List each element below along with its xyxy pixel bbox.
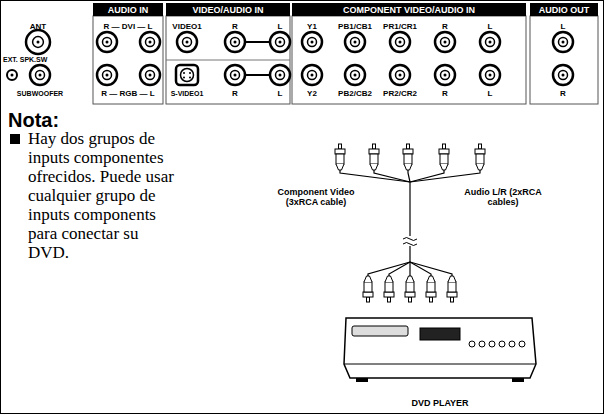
jack-label: VIDEO1	[172, 23, 201, 31]
rca-jack	[345, 65, 365, 85]
rca-jack	[553, 65, 573, 85]
jack-label: EXT. SPK.SW	[3, 56, 47, 63]
rca-jack	[140, 32, 160, 52]
jack-label: PR2/CR2	[383, 90, 417, 98]
jack-label: ANT	[30, 23, 46, 31]
cable	[408, 170, 410, 182]
section-header: VIDEO/AUDIO IN	[166, 3, 290, 16]
rca-jack	[345, 32, 365, 52]
rca-jack	[390, 65, 410, 85]
rca-jack	[480, 32, 500, 52]
section-header: AUDIO OUT	[530, 3, 598, 16]
jack-label: L	[278, 90, 283, 98]
rca-plug	[475, 144, 485, 170]
note-text: Hay dos grupos de inputs componentes ofr…	[28, 129, 174, 262]
group-outline	[166, 16, 290, 104]
rca-jack	[270, 65, 290, 85]
rca-plug	[335, 144, 345, 170]
break-mark	[403, 243, 417, 246]
jack-label: Y1	[307, 23, 317, 31]
group-outline	[530, 16, 598, 104]
jack-label: R	[560, 90, 566, 98]
rca-jack	[225, 32, 245, 52]
section-header: AUDIO IN	[93, 3, 163, 16]
bullet	[10, 134, 20, 144]
cable	[340, 170, 410, 182]
rca-jack	[97, 32, 117, 52]
cable-label: Audio L/R (2xRCA cables)	[457, 187, 549, 208]
cable-label: Component Video (3xRCA cable)	[270, 187, 362, 208]
rca-jack	[270, 32, 290, 52]
s-video-jack	[176, 65, 198, 85]
jack-label: L	[561, 23, 566, 31]
rca-jack	[553, 32, 573, 52]
rca-jack	[177, 32, 197, 52]
rca-plug	[403, 144, 413, 170]
group-outline	[292, 16, 526, 104]
jack-label: SUBWOOFER	[17, 90, 63, 97]
jack-label: R	[232, 90, 238, 98]
jack-label: R — RGB — L	[101, 90, 154, 98]
rca-plug	[369, 144, 379, 170]
rca-plug	[447, 276, 457, 302]
cable	[409, 182, 410, 236]
cable	[368, 262, 410, 276]
jack-link	[245, 74, 270, 76]
jack-label: PR1/CR1	[383, 23, 417, 31]
dvd-player: DVD PLAYER	[340, 304, 540, 408]
jack-label: PB2/CB2	[338, 90, 372, 98]
jack-label: R	[442, 23, 448, 31]
rca-plug	[426, 276, 436, 302]
rca-jack	[390, 32, 410, 52]
node-text: DVD PLAYER	[340, 398, 540, 408]
jack-link	[245, 41, 270, 43]
switch-jack	[7, 70, 17, 80]
rca-plug	[363, 276, 373, 302]
rca-jack	[140, 65, 160, 85]
rca-jack	[302, 65, 322, 85]
jack-label: R	[232, 23, 238, 31]
rca-plug	[405, 276, 415, 302]
rca-plug	[384, 276, 394, 302]
dvd-illustration	[340, 304, 540, 394]
cable	[410, 262, 452, 276]
rca-jack	[30, 65, 50, 85]
divider	[166, 60, 290, 61]
break-mark	[403, 238, 417, 241]
jack-label: PB1/CB1	[338, 23, 372, 31]
cable	[389, 262, 410, 276]
node-text: COMPONENT VIDEO/AUDIO IN	[343, 5, 475, 15]
rca-jack	[225, 65, 245, 85]
rca-jack	[435, 65, 455, 85]
cable	[409, 246, 410, 262]
cable	[409, 262, 410, 276]
rca-plug	[439, 144, 449, 170]
cable	[374, 170, 410, 182]
section-header: COMPONENT VIDEO/AUDIO IN	[292, 3, 526, 16]
cable	[410, 262, 431, 276]
node-text: VIDEO/AUDIO IN	[192, 5, 263, 15]
jack-label: S-VIDEO1	[171, 90, 204, 97]
rca-jack	[302, 32, 322, 52]
rca-jack	[480, 65, 500, 85]
rca-jack	[435, 32, 455, 52]
rca-jack	[97, 65, 117, 85]
jack-label: L	[488, 90, 493, 98]
jack-label: Y2	[307, 90, 317, 98]
note-heading: Nota:	[8, 110, 59, 130]
jack-label: R	[442, 90, 448, 98]
rca-jack	[26, 30, 50, 54]
node-text: AUDIO IN	[108, 5, 149, 15]
jack-label: L	[488, 23, 493, 31]
group-outline	[93, 16, 163, 104]
cable	[410, 170, 480, 182]
node-text: AUDIO OUT	[539, 5, 590, 15]
jack-label: L	[278, 23, 283, 31]
jack-label: R — DVI — L	[104, 23, 153, 31]
